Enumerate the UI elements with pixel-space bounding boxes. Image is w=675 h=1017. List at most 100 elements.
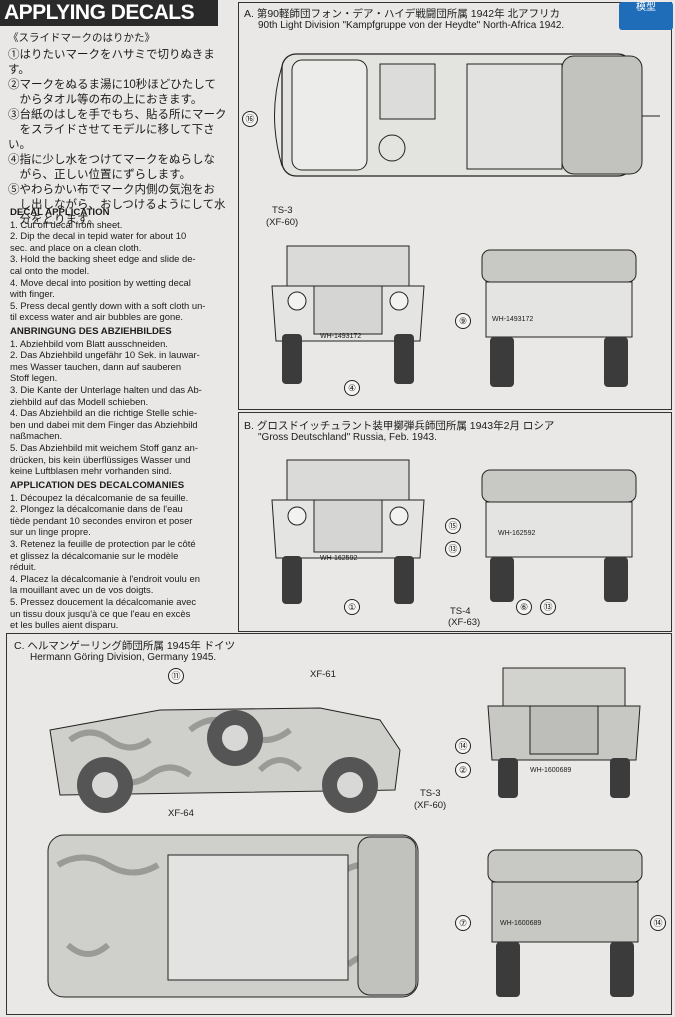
de-heading: ANBRINGUNG DES ABZIEHBILDES — [10, 326, 172, 337]
plate-c-rear: WH-1600689 — [500, 920, 542, 927]
callout-2: ② — [455, 762, 471, 778]
en-line: 1. Cut off decal from sheet. — [10, 218, 123, 230]
fr-line: 3. Retenez la feuille de protection par … — [10, 537, 196, 549]
paint-ts4: TS-4 — [450, 606, 471, 617]
paint-xf63: (XF-63) — [448, 617, 481, 628]
de-line: ziehbild auf das Modell schieben. — [10, 395, 149, 407]
callout-16: ⑯ — [242, 111, 258, 127]
jp-step: からタオル等の布の上におきます。 — [8, 94, 203, 106]
callout-13: ⑬ — [445, 541, 461, 557]
section-c-rear-view — [487, 849, 643, 997]
plate-b-front: WH-162592 — [320, 555, 358, 562]
fr-line: un tissu doux jusqu'à ce que l'eau en ex… — [10, 607, 191, 619]
jp-step: をスライドさせてモデルに移して下さい。 — [8, 124, 215, 151]
section-a-top-view — [274, 53, 660, 177]
watermark-logo: 模型 — [619, 2, 673, 30]
paint-xf64: XF-64 — [168, 808, 194, 819]
jp-heading: 《スライドマークのはりかた》 — [8, 32, 155, 44]
jp-step: ②マークをぬるま湯に10秒ほどひたして — [8, 79, 216, 91]
callout-4: ④ — [344, 380, 360, 396]
section-fr: APPLICATION DES DECALCOMANIES 1. Découpe… — [10, 480, 230, 631]
de-line: 4. Das Abziehbild an die richtige Stelle… — [10, 407, 198, 419]
callout-9: ⑨ — [455, 313, 471, 329]
section-a-front-view — [271, 245, 425, 384]
de-line: drücken, bis kein überflüssiges Wasser u… — [10, 453, 191, 465]
callout-13b: ⑬ — [540, 599, 556, 615]
fr-line: et glissez la décalcomanie sur le modèle — [10, 549, 179, 561]
section-a-title: A. 第90軽師団フォン・デア・ハイデ戦闘団所属 1942年 北アフリカ — [244, 8, 560, 20]
jp-step: ①はりたいマークをハサミで切りぬきます。 — [8, 49, 215, 76]
en-line: sec. and place on a clean cloth. — [10, 241, 142, 253]
callout-6: ⑥ — [516, 599, 532, 615]
callout-11: ⑪ — [168, 668, 184, 684]
callout-15: ⑮ — [445, 518, 461, 534]
page-title: APPLYING DECALS — [0, 0, 218, 26]
en-line: 5. Press decal gently down with a soft c… — [10, 299, 206, 311]
fr-line: 2. Plongez la décalcomanie dans de l'eau — [10, 503, 183, 515]
jp-step: し出しながら、おしつけるようにして水 — [8, 199, 226, 211]
section-c-title: C. ヘルマンゲーリング師団所属 1945年 ドイツ — [14, 640, 236, 652]
panel-b — [238, 412, 672, 632]
decal-instructions: APPLYING DECALS 《スライドマークのはりかた》 ①はりたいマークを… — [0, 0, 236, 630]
callout-7: ⑦ — [455, 915, 471, 931]
de-line: Stoff legen. — [10, 372, 58, 384]
paint-xf60-c: (XF-60) — [414, 800, 447, 811]
en-line: til excess water and air bubbles are gon… — [10, 311, 184, 323]
paint-xf61: XF-61 — [310, 669, 336, 680]
paint-ts3-c: TS-3 — [420, 788, 441, 799]
fr-line: réduit. — [10, 561, 37, 573]
fr-line: sur un linge propre. — [10, 526, 91, 538]
plate-b-rear: WH-162592 — [498, 530, 536, 537]
jp-step: 分をとります。 — [8, 214, 99, 226]
fr-line: 5. Pressez doucement la décalcomanie ave… — [10, 595, 197, 607]
de-line: 2. Das Abziehbild ungefähr 10 Sek. in la… — [10, 349, 200, 361]
en-line: 3. Hold the backing sheet edge and slide… — [10, 253, 196, 265]
jp-step: がら、正しい位置にずらします。 — [8, 169, 191, 181]
section-a-subtitle: 90th Light Division "Kampfgruppe von der… — [258, 20, 565, 31]
de-line: keine Luftblasen mehr vorhanden sind. — [10, 465, 172, 477]
plate-c-front: WH-1600689 — [530, 767, 572, 774]
callout-1: ① — [344, 599, 360, 615]
paint-xf60: (XF-60) — [266, 217, 299, 228]
en-line: 2. Dip the decal in tepid water for abou… — [10, 230, 187, 242]
section-c-front-view — [487, 667, 641, 798]
section-c-subtitle: Hermann Göring Division, Germany 1945. — [30, 652, 217, 663]
callout-14b: ⑭ — [650, 915, 666, 931]
section-b-rear-view — [481, 469, 637, 602]
fr-line: la mouillant avec un de vos doigts. — [10, 584, 154, 596]
jp-step: ④指に少し水をつけてマークをぬらしな — [8, 154, 215, 166]
en-line: 4. Move decal into position by wetting d… — [10, 276, 191, 288]
jp-step: ③台紙のはしを手でもち、貼る所にマーク — [8, 109, 227, 121]
plate-a-rear: WH-1493172 — [492, 316, 534, 323]
fr-heading: APPLICATION DES DECALCOMANIES — [10, 480, 185, 491]
jp-steps: ①はりたいマークをハサミで切りぬきます。 ②マークをぬるま湯に10秒ほどひたして… — [8, 48, 230, 228]
panel-a — [238, 2, 672, 410]
paint-ts3: TS-3 — [272, 205, 293, 216]
fr-line: 1. Découpez la décalcomanie de sa feuill… — [10, 491, 189, 503]
section-en: DECAL APPLICATION 1. Cut off decal from … — [10, 207, 230, 323]
panel-c — [6, 633, 672, 1015]
en-line: with finger. — [10, 288, 55, 300]
section-de: ANBRINGUNG DES ABZIEHBILDES 1. Abziehbil… — [10, 326, 230, 477]
callout-14: ⑭ — [455, 738, 471, 754]
de-line: naßmachen. — [10, 430, 63, 442]
section-a-rear-view — [481, 249, 637, 387]
en-heading: DECAL APPLICATION — [10, 207, 110, 218]
de-line: mes Wasser tauchen, dann auf sauberen — [10, 360, 182, 372]
fr-line: et les bulles aient disparu. — [10, 619, 119, 631]
fr-line: tiède pendant 10 secondes environ et pos… — [10, 514, 193, 526]
de-line: ben und dabei mit dem Finger das Abziehb… — [10, 418, 198, 430]
section-b-front-view — [271, 459, 425, 604]
section-c-top-view — [47, 834, 419, 998]
section-c-side-view — [49, 707, 401, 813]
section-b-title: B. グロスドイッチュラント装甲擲弾兵師団所属 1943年2月 ロシア — [244, 420, 555, 432]
section-b-subtitle: "Gross Deutschland" Russia, Feb. 1943. — [258, 432, 437, 443]
en-line: cal onto the model. — [10, 264, 90, 276]
fr-line: 4. Placez la décalcomanie à l'endroit vo… — [10, 572, 200, 584]
de-line: 5. Das Abziehbild mit weichem Stoff ganz… — [10, 441, 198, 453]
de-line: 1. Abziehbild vom Blatt ausschneiden. — [10, 337, 168, 349]
watermark-text: 模型 — [636, 2, 656, 13]
plate-a-front: WH-1493172 — [320, 333, 362, 340]
de-line: 3. Die Kante der Unterlage halten und da… — [10, 383, 202, 395]
jp-step: ⑤やわらかい布でマーク内側の気泡をお — [8, 184, 215, 196]
